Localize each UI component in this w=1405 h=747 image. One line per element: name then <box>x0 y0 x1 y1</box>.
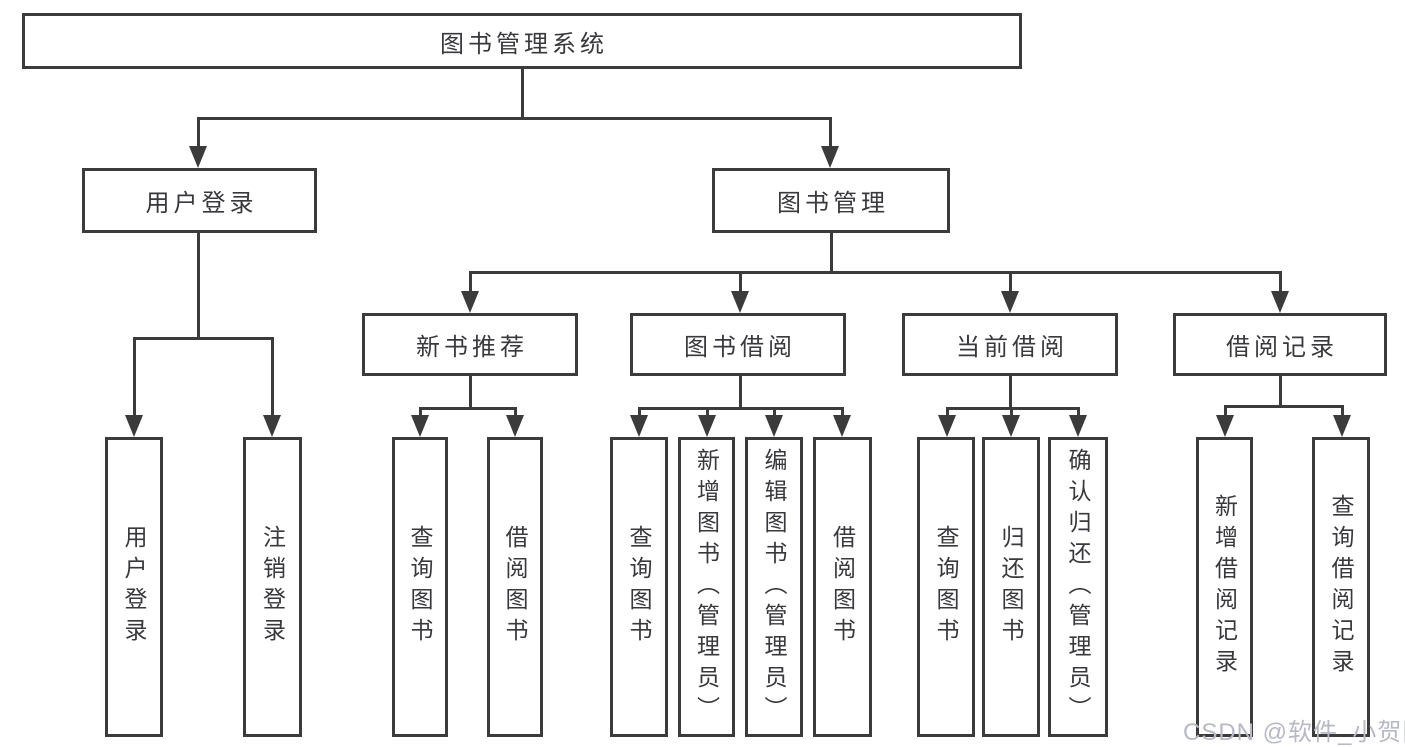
node-label: 用户登录 <box>145 190 258 217</box>
node-leaf-query-books-3: 查询图书 <box>917 437 975 737</box>
node-leaf-return-books: 归还图书 <box>982 437 1040 737</box>
connector-line <box>468 272 472 299</box>
node-label: 当前借阅 <box>956 334 1068 361</box>
node-leaf-edit-book-admin: 编辑图书（管理员） <box>745 437 803 737</box>
arrowhead-icon <box>938 415 956 437</box>
node-label: 借阅记录 <box>1226 334 1338 361</box>
node-new-book-recommend: 新书推荐 <box>362 313 578 376</box>
node-leaf-query-books-1: 查询图书 <box>392 437 448 737</box>
connector-line <box>520 69 524 118</box>
node-root-library-system: 图书管理系统 <box>22 13 1022 69</box>
node-label: 归还图书 <box>998 525 1024 649</box>
arrowhead-icon <box>461 291 479 313</box>
node-borrowing-records: 借阅记录 <box>1173 313 1387 376</box>
arrowhead-icon <box>125 415 143 437</box>
connector-line <box>468 270 1282 274</box>
node-label: 注销登录 <box>259 525 286 649</box>
node-label: 新书推荐 <box>416 334 528 361</box>
connector-line <box>418 406 517 410</box>
node-current-borrowing: 当前借阅 <box>902 313 1118 376</box>
connector-line <box>132 336 274 340</box>
node-label: 编辑图书（管理员） <box>761 447 787 727</box>
node-book-management: 图书管理 <box>712 168 950 233</box>
arrowhead-icon <box>189 146 207 168</box>
node-leaf-query-books-2: 查询图书 <box>610 437 668 737</box>
arrowhead-icon <box>1333 415 1351 437</box>
arrowhead-icon <box>1216 415 1234 437</box>
connector-line <box>196 118 200 154</box>
node-label: 查询借阅记录 <box>1328 494 1354 680</box>
csdn-watermark: CSDN @软件_小贺同学 <box>1183 719 1405 746</box>
node-label: 新增借阅记录 <box>1211 494 1238 680</box>
arrowhead-icon <box>1002 415 1020 437</box>
connector-line <box>1278 376 1282 406</box>
arrowhead-icon <box>833 415 851 437</box>
connector-line <box>1223 404 1344 408</box>
connector-line <box>828 118 832 154</box>
node-label: 查询图书 <box>407 525 433 649</box>
node-label: 图书借阅 <box>684 334 796 361</box>
node-leaf-add-borrow-rec: 新增借阅记录 <box>1196 437 1253 737</box>
connector-line <box>1278 272 1282 299</box>
node-leaf-borrow-books-1: 借阅图书 <box>487 437 543 737</box>
arrowhead-icon <box>698 415 716 437</box>
node-label: 新增图书（管理员） <box>693 447 720 727</box>
arrowhead-icon <box>731 291 749 313</box>
connector-line <box>132 338 136 423</box>
connector-line <box>1008 272 1012 299</box>
node-label: 查询图书 <box>626 525 652 649</box>
arrowhead-icon <box>765 415 783 437</box>
node-label: 用户登录 <box>121 525 147 649</box>
arrowhead-icon <box>630 415 648 437</box>
connector-line <box>468 376 472 408</box>
connector-line <box>738 376 742 408</box>
arrowhead-icon <box>821 146 839 168</box>
arrowhead-icon <box>1001 291 1019 313</box>
connector-line <box>270 338 274 423</box>
node-label: 借阅图书 <box>829 525 856 649</box>
node-leaf-add-book-admin: 新增图书（管理员） <box>678 437 735 737</box>
node-book-borrowing: 图书借阅 <box>630 313 846 376</box>
node-label: 确认归还（管理员） <box>1065 447 1091 727</box>
node-leaf-user-login: 用户登录 <box>105 437 163 737</box>
connector-line <box>196 233 200 338</box>
node-leaf-confirm-return: 确认归还（管理员） <box>1048 437 1108 737</box>
node-label: 图书管理系统 <box>440 30 608 58</box>
connector-line <box>1008 376 1012 408</box>
arrowhead-icon <box>1271 291 1289 313</box>
connector-line <box>945 406 1080 410</box>
connector-line <box>1223 406 1227 423</box>
connector-line <box>196 116 832 120</box>
node-label: 图书管理 <box>777 190 889 217</box>
connector-line <box>829 233 833 272</box>
node-leaf-query-borrow-rec: 查询借阅记录 <box>1312 437 1370 737</box>
node-leaf-logout: 注销登录 <box>243 437 302 737</box>
connector-line <box>637 406 844 410</box>
node-label: 查询图书 <box>933 525 959 649</box>
arrowhead-icon <box>263 415 281 437</box>
arrowhead-icon <box>411 415 429 437</box>
node-leaf-borrow-books-2: 借阅图书 <box>813 437 872 737</box>
node-user-login: 用户登录 <box>82 168 317 233</box>
connector-line <box>1340 406 1344 423</box>
arrowhead-icon <box>506 415 524 437</box>
arrowhead-icon <box>1069 415 1087 437</box>
connector-line <box>738 272 742 299</box>
node-label: 借阅图书 <box>502 525 528 649</box>
